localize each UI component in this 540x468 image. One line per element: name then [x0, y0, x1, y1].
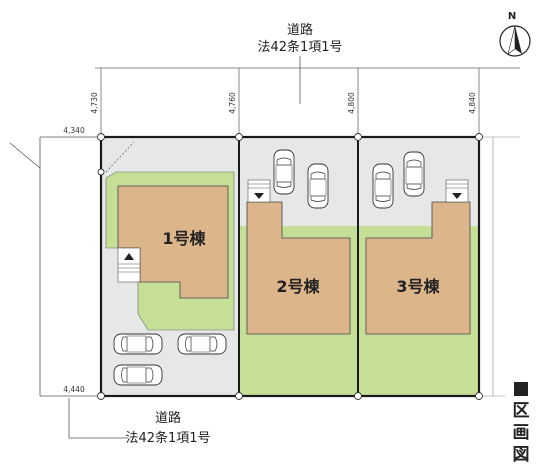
dim-label-left-bottom: 4,440	[63, 385, 85, 394]
building-3	[365, 201, 471, 335]
title-char: 図	[512, 445, 530, 465]
dim-label-top-2: 4,760	[228, 92, 237, 114]
top-road: 道路 法42条1項1号	[95, 22, 520, 104]
entry-arrow-down-icon	[452, 193, 462, 199]
corner-marker	[97, 392, 105, 400]
title-char: 区	[512, 401, 530, 421]
left-diagonal-top	[9, 142, 41, 169]
site-outline	[99, 135, 481, 398]
plot-2-steps	[247, 179, 271, 203]
car-icon	[113, 364, 163, 386]
plot-2: 2号棟	[239, 137, 358, 396]
compass-needle-outline-icon	[507, 25, 516, 55]
car-icon	[177, 333, 227, 355]
dim-label-left-top: 4,340	[63, 126, 85, 135]
bottom-road-label: 道路	[155, 410, 181, 426]
compass-north-label: N	[508, 11, 516, 22]
dim-label-top-left: 4,730	[90, 92, 99, 114]
corner-marker	[354, 392, 362, 400]
car-icon	[113, 333, 163, 355]
compass-needle-icon	[515, 26, 522, 54]
entry-arrow-down-icon	[254, 193, 264, 199]
plot-1: 1号棟	[101, 137, 239, 396]
building-2	[246, 201, 351, 335]
dim-label-top-right: 4,840	[468, 92, 477, 114]
corner-markers	[97, 133, 483, 400]
building-2-label: 2号棟	[276, 277, 320, 296]
bottom-road-law-label: 法42条1項1号	[125, 430, 210, 446]
corner-marker	[235, 392, 243, 400]
section-plan-title: 区 画 図	[510, 382, 532, 466]
title-square-icon	[514, 382, 528, 396]
car-icon	[307, 163, 329, 209]
dim-label-top-3: 4,800	[347, 92, 356, 114]
north-compass: N	[499, 11, 531, 57]
car-icon	[372, 163, 394, 209]
corner-marker	[97, 133, 105, 141]
plot-1-corner-dashed	[105, 141, 135, 173]
title-char: 画	[512, 423, 530, 443]
corner-marker	[475, 392, 483, 400]
corner-marker	[475, 133, 483, 141]
car-icon	[403, 151, 425, 197]
corner-marker	[97, 168, 105, 176]
top-road-law-label: 法42条1項1号	[257, 39, 342, 55]
entry-arrow-up-icon	[124, 253, 134, 260]
left-dimensions: 4,340 4,440	[9, 126, 520, 397]
road-width-dimensions: 4,730 4,760 4,800 4,840	[90, 68, 480, 137]
car-icon	[273, 149, 295, 195]
plot-1-steps	[117, 247, 141, 283]
corner-marker	[235, 133, 243, 141]
corner-marker	[354, 133, 362, 141]
top-road-label: 道路	[287, 22, 313, 38]
plot-3-steps	[445, 179, 469, 203]
bottom-road: 道路 法42条1項1号	[68, 398, 211, 446]
building-3-label: 3号棟	[396, 277, 440, 296]
lot-boundaries	[99, 135, 481, 398]
building-1-label: 1号棟	[162, 229, 206, 248]
